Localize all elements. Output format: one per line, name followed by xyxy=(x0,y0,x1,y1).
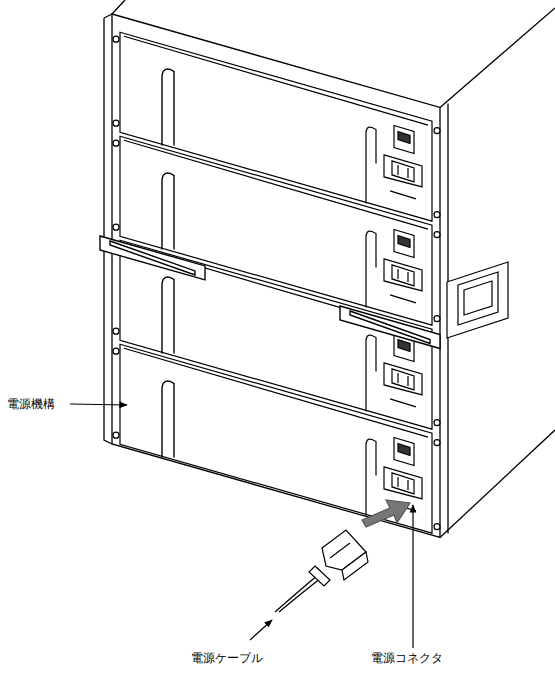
leader-line xyxy=(250,620,272,640)
screw xyxy=(113,140,119,146)
screw xyxy=(113,36,119,42)
part-label: 電源ケーブル xyxy=(190,651,264,665)
screw xyxy=(434,420,440,426)
screw xyxy=(434,232,440,238)
screw xyxy=(113,348,119,354)
screw xyxy=(434,524,440,530)
part-label: 電源コネクタ xyxy=(370,651,444,665)
side-bracket xyxy=(458,272,498,325)
screw xyxy=(113,224,119,230)
screw xyxy=(434,316,440,322)
leader-line xyxy=(70,404,127,405)
screw xyxy=(113,432,119,438)
chassis-frame xyxy=(112,14,440,537)
screw xyxy=(113,120,119,126)
power-cable xyxy=(275,530,368,612)
screw xyxy=(113,328,119,334)
carry-handle xyxy=(340,306,440,349)
screw xyxy=(434,212,440,218)
insert-arrow xyxy=(362,500,410,527)
power-unit xyxy=(120,344,432,533)
part-label: 電源機構 xyxy=(6,397,56,411)
carry-handle xyxy=(100,236,205,280)
screw xyxy=(434,128,440,134)
leader-line xyxy=(412,505,413,648)
chassis-side xyxy=(440,430,555,537)
screw xyxy=(434,440,440,446)
side-bracket xyxy=(464,281,492,315)
side-bracket xyxy=(447,262,508,338)
chassis-frame xyxy=(104,14,112,444)
